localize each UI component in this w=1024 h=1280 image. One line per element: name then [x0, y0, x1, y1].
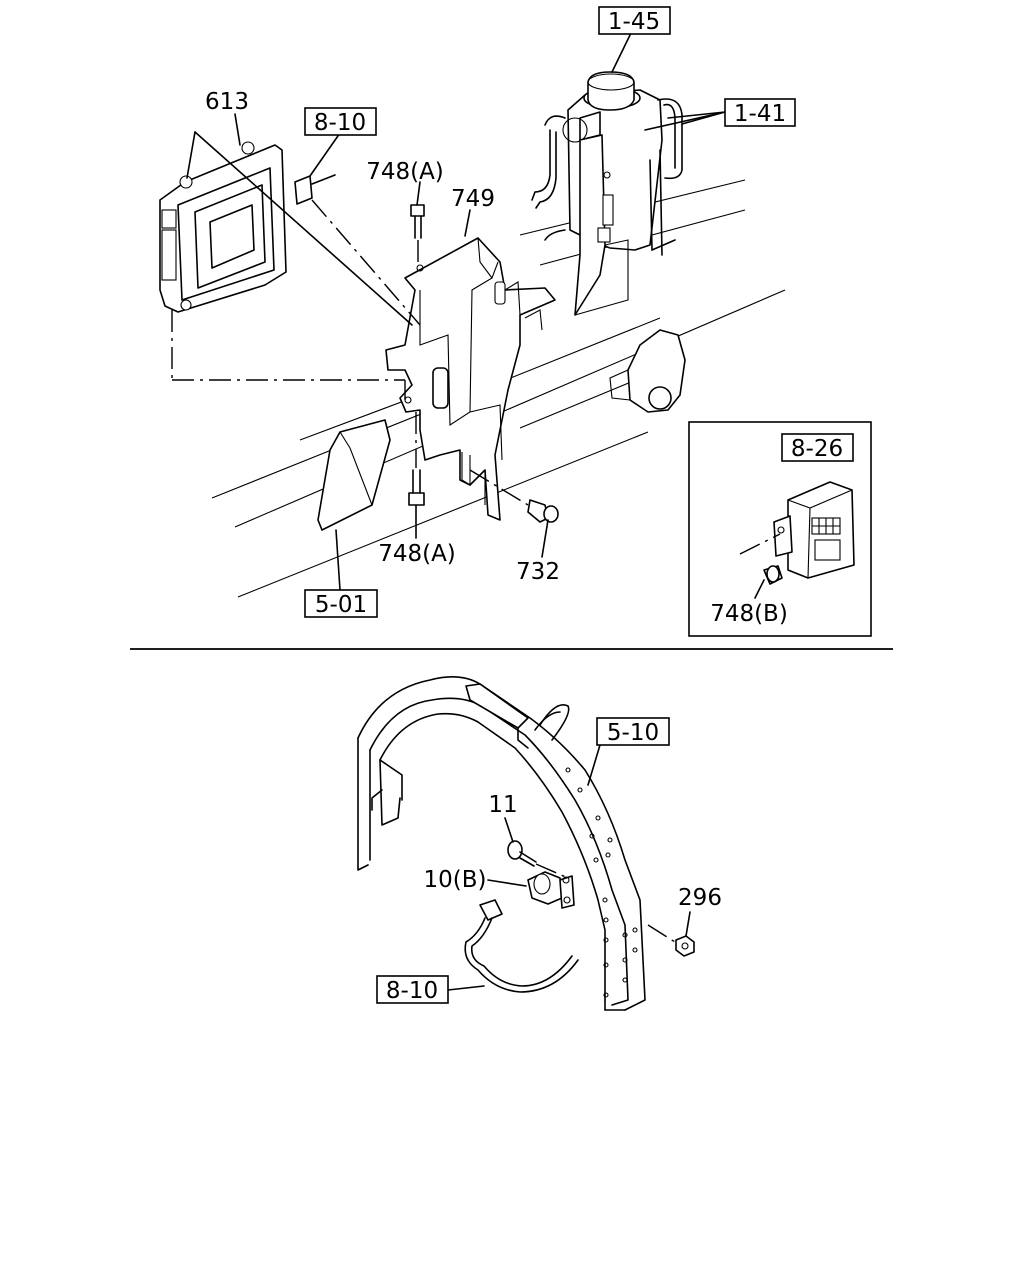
reservoir-tank: [531, 71, 683, 316]
ref-box-8-10-top[interactable]: 8-10: [304, 107, 377, 136]
part-label-613: 613: [205, 89, 249, 115]
svg-text:1-41: 1-41: [734, 101, 786, 127]
part-label-11: 11: [488, 792, 517, 818]
svg-text:8-10: 8-10: [386, 978, 438, 1004]
bolt-732: [469, 469, 559, 523]
ref-box-8-10-bottom[interactable]: 8-10: [376, 975, 449, 1004]
connector-8-10-top: [294, 174, 336, 205]
svg-text:5-01: 5-01: [315, 592, 367, 618]
part-label-748a-bottom: 748(A): [378, 541, 456, 567]
bracket-749: [385, 237, 556, 521]
cab-frame: [357, 676, 646, 1011]
ref-box-1-45[interactable]: 1-45: [598, 6, 671, 35]
svg-text:1-45: 1-45: [608, 9, 660, 35]
harness-8-10-bottom: [464, 899, 579, 993]
part-label-10b: 10(B): [424, 867, 487, 893]
frame-mount-bracket: [609, 329, 686, 413]
svg-text:8-10: 8-10: [314, 110, 366, 136]
part-label-296: 296: [678, 885, 722, 911]
part-label-748b: 748(B): [710, 601, 788, 627]
bolt-11: [507, 840, 569, 879]
ref-box-5-10[interactable]: 5-10: [596, 717, 670, 746]
part-label-749: 749: [451, 186, 495, 212]
bolt-748a-top: [410, 204, 425, 268]
ecu-module: [159, 141, 287, 313]
leader-lines-bottom: [447, 744, 691, 991]
leader-lines-top: [171, 32, 726, 591]
part-label-732: 732: [516, 559, 560, 585]
frame-gusset: [317, 419, 391, 531]
svg-text:5-10: 5-10: [607, 720, 659, 746]
svg-text:8-26: 8-26: [791, 436, 843, 462]
part-label-748a-top: 748(A): [366, 159, 444, 185]
ref-box-5-01[interactable]: 5-01: [304, 589, 378, 618]
bolt-748a-bottom: [408, 412, 425, 506]
sensor-10b: [527, 871, 575, 909]
ref-box-8-26[interactable]: 8-26: [781, 433, 854, 462]
ref-box-1-41[interactable]: 1-41: [724, 98, 796, 127]
